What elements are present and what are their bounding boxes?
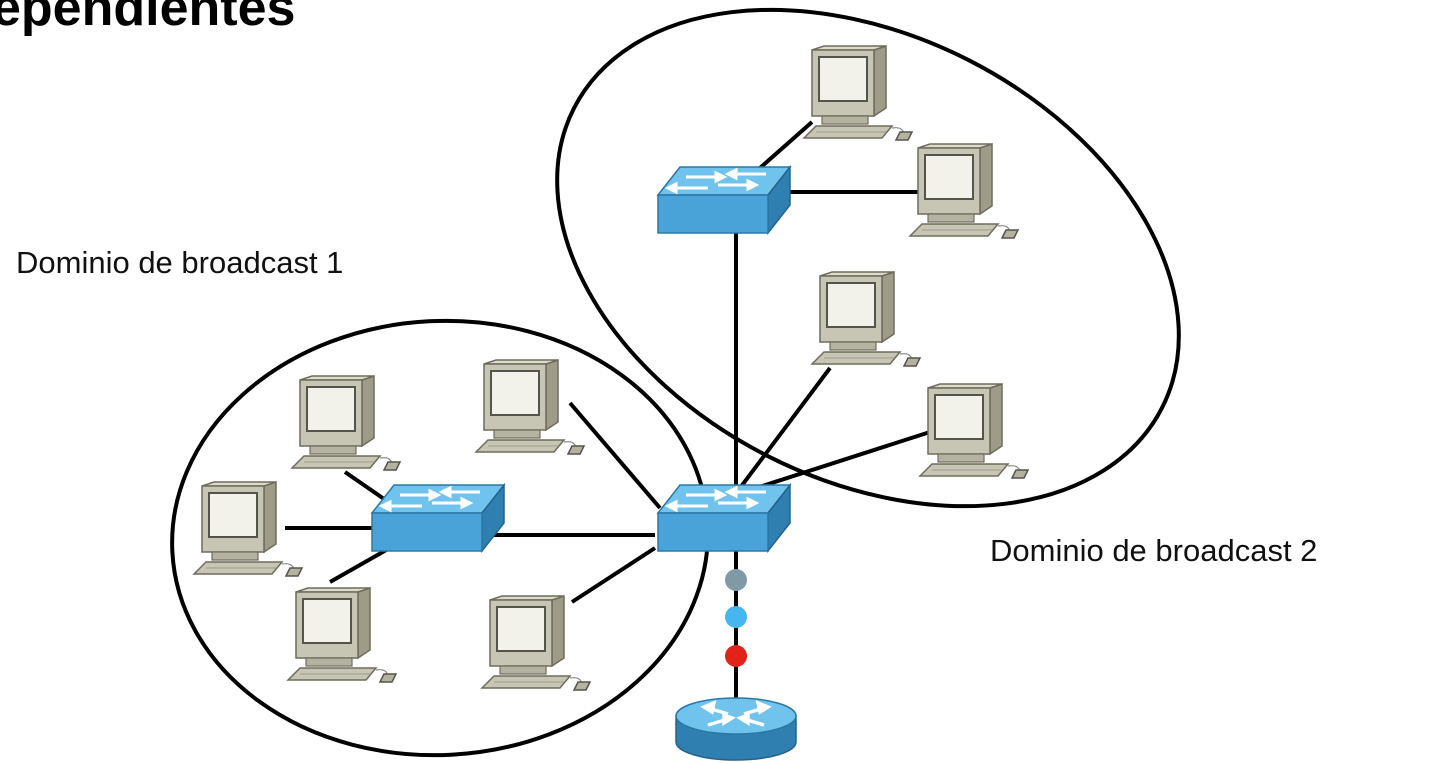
desktop-computer-icon bbox=[811, 271, 921, 367]
network-switch-icon bbox=[370, 483, 506, 553]
desktop-computer-icon bbox=[919, 383, 1029, 479]
desktop-computer-icon bbox=[287, 587, 397, 683]
broadcast-domain-1-label: Dominio de broadcast 1 bbox=[16, 245, 344, 280]
desktop-computer-icon bbox=[481, 595, 591, 691]
gray-dot bbox=[725, 569, 747, 591]
blue-dot bbox=[725, 606, 747, 628]
broadcast-domain-2-label: Dominio de broadcast 2 bbox=[990, 533, 1318, 568]
router-icon bbox=[674, 696, 798, 762]
desktop-computer-icon bbox=[803, 45, 913, 141]
desktop-computer-icon bbox=[909, 143, 1019, 239]
page-title: ependientes bbox=[0, 0, 296, 37]
broadcast-domain-2-boundary bbox=[555, 7, 1181, 509]
network-switch-icon bbox=[656, 483, 792, 553]
network-links bbox=[285, 120, 931, 700]
red-dot bbox=[725, 645, 747, 667]
desktop-computer-icon bbox=[291, 375, 401, 471]
network-switch-icon bbox=[656, 165, 792, 235]
desktop-computer-icon bbox=[475, 359, 585, 455]
